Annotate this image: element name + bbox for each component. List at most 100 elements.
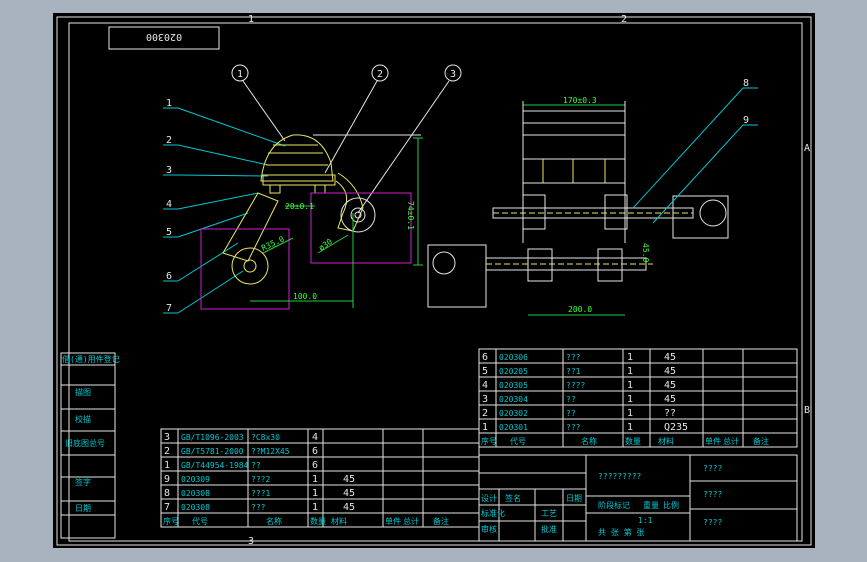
callout-7: 7 (166, 303, 172, 314)
approve-label: 批准 (541, 524, 557, 534)
cell-code: 020306 (499, 353, 528, 362)
cell-mat: 45 (664, 394, 676, 405)
cell-code: 020309 (181, 475, 210, 484)
svg-text:名称: 名称 (581, 436, 597, 446)
callout-2: 2 (166, 135, 172, 146)
cell-qty: 1 (627, 366, 633, 377)
zone-mark-right-a: A (804, 143, 810, 154)
cell-name: ?? (251, 461, 261, 470)
cad-drawing: 1 2 3 A B 020300 借(通)用件登记 描图 校描 旧底图总号 签字… (56, 14, 812, 547)
cell-qty: 1 (627, 352, 633, 363)
balloon-1-text: 1 (237, 69, 243, 80)
drawing-number: 020300 (146, 31, 182, 42)
svg-text:序号: 序号 (481, 436, 497, 446)
balloon-2 (371, 64, 389, 82)
dim-d10: 200.0 (568, 305, 592, 314)
dim-d1: 170±0.3 (563, 96, 597, 105)
zone-mark-top-2: 2 (621, 14, 627, 25)
cell-no: 9 (164, 474, 170, 485)
svg-text:备注: 备注 (433, 516, 449, 526)
dim-d5: R35.0 (260, 234, 286, 252)
svg-text:名称: 名称 (266, 516, 282, 526)
svg-text:材料: 材料 (658, 436, 674, 446)
cell-qty: 1 (627, 394, 633, 405)
cell-name: ??M12X45 (251, 447, 290, 456)
inner-frame (68, 22, 803, 542)
svg-text:代号: 代号 (510, 436, 526, 446)
cell-no: 2 (482, 408, 488, 419)
cell-qty: 1 (627, 380, 633, 391)
stamp-0: 借(通)用件登记 (62, 354, 120, 364)
svg-text:备注: 备注 (753, 436, 769, 446)
balloon-2-text: 2 (377, 69, 383, 80)
svg-text:材料: 材料 (331, 516, 347, 526)
svg-text:序号: 序号 (163, 516, 179, 526)
cell-mat: 45 (343, 474, 355, 485)
cell-name: ?C8x30 (251, 433, 280, 442)
cell-name: ?? (566, 409, 576, 418)
dim-d3: 74±0.1 (406, 201, 415, 230)
table-row: 9 020309 ???2 1 45 (164, 474, 355, 485)
left-stamp-column: 借(通)用件登记 描图 校描 旧底图总号 签字 日期 (60, 352, 120, 539)
ratio-value: 1:1 (638, 516, 653, 525)
cell-name: ???2 (251, 475, 270, 484)
stamp-4: 签字 (75, 477, 91, 487)
cell-qty: 1 (312, 502, 318, 513)
callout-8: 8 (743, 78, 749, 89)
sheet-count: 共 张 第 张 (598, 527, 644, 537)
svg-text:总计: 总计 (403, 516, 419, 526)
svg-text:单件: 单件 (705, 436, 721, 446)
table-row: 3 GB/T1096-2003 ?C8x30 4 (164, 432, 318, 443)
date-label: 日期 (566, 494, 582, 503)
std-label: 标准化 (481, 508, 505, 518)
drawing-number-box (108, 26, 220, 50)
dim-d6: 100.0 (293, 292, 317, 301)
cell-qty: 1 (312, 488, 318, 499)
clamp-view: 1 2 3 1 2 3 4 5 6 7 (163, 64, 462, 314)
cell-code: GB/T5781-2000 (181, 447, 244, 456)
cell-no: 8 (164, 488, 170, 499)
dim-d9: 20±0.1 (285, 202, 314, 211)
cell-qty: 6 (312, 460, 318, 471)
stage-label: 阶段标记 (598, 500, 630, 510)
cell-mat: ?? (664, 408, 676, 419)
cell-mat: 45 (664, 380, 676, 391)
sig-label: 签名 (505, 493, 521, 503)
cell-no: 1 (482, 422, 488, 433)
cell-code: GB/T44954-1984 (181, 461, 249, 470)
cell-qty: 4 (312, 432, 318, 443)
cell-qty: 1 (312, 474, 318, 485)
balloon-3 (444, 64, 462, 82)
callout-1: 1 (166, 98, 172, 109)
callout-3: 3 (166, 165, 172, 176)
callout-9: 9 (743, 115, 749, 126)
callout-6: 6 (166, 271, 172, 282)
dim-d4: ø30 (317, 237, 334, 253)
cell-name: ???? (566, 381, 585, 390)
svg-text:总计: 总计 (723, 436, 739, 446)
cell-code: GB/T1096-2003 (181, 433, 244, 442)
cell-name: ???1 (251, 489, 270, 498)
cell-no: 3 (164, 432, 170, 443)
cell-no: 1 (164, 460, 170, 471)
cell-name: ??1 (566, 367, 581, 376)
svg-text:数量: 数量 (310, 516, 326, 526)
design-label: 设计 (481, 493, 497, 503)
cell-name: ??? (566, 353, 581, 362)
title-r2: ???? (703, 490, 722, 499)
cell-qty: 1 (627, 408, 633, 419)
cell-mat: 45 (664, 366, 676, 377)
stamp-2: 校描 (75, 414, 91, 424)
drawing-name: ????????? (598, 472, 642, 481)
cell-mat: 45 (664, 352, 676, 363)
weight-label: 重量 (643, 500, 659, 510)
cell-code: 020304 (499, 395, 528, 404)
